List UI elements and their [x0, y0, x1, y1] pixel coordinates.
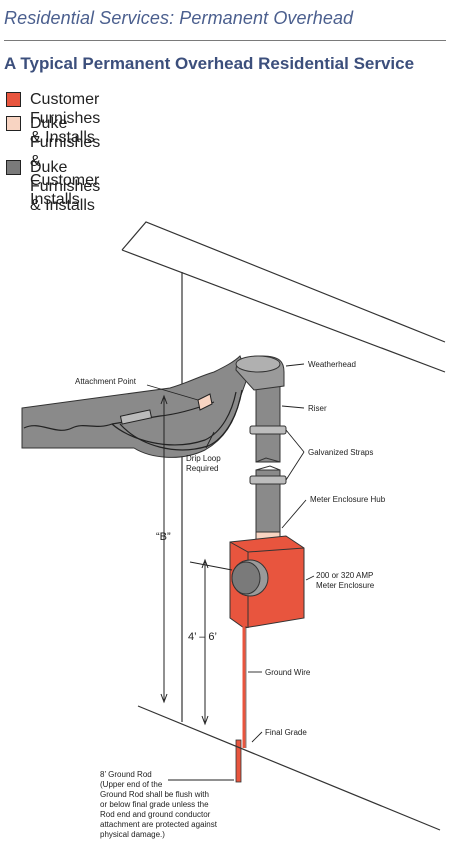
galvanized-strap — [249, 425, 287, 485]
note-line: (Upper end of the — [100, 780, 163, 789]
house-outline — [121, 221, 446, 722]
label-ground-wire: Ground Wire — [265, 668, 311, 677]
page-title: A Typical Permanent Overhead Residential… — [4, 54, 415, 73]
label-meter-hub: Meter Enclosure Hub — [310, 495, 386, 504]
ground-rod-note: 8’ Ground Rod (Upper end of the Ground R… — [100, 770, 218, 839]
final-grade-line — [137, 705, 441, 831]
label-riser: Riser — [308, 404, 327, 413]
legend-label: Duke Furnishes & Customer Installs — [30, 115, 101, 208]
label-galvanized-straps: Galvanized Straps — [308, 448, 373, 457]
label-final-grade: Final Grade — [265, 728, 307, 737]
note-line: attachment are protected against — [100, 820, 218, 829]
attachment-bracket — [197, 393, 213, 411]
weatherhead — [235, 355, 285, 391]
label-amp: 200 or 320 AMP — [316, 571, 373, 580]
swatch-duke-customer — [6, 116, 21, 131]
label-drip-loop-required: Required — [186, 464, 218, 473]
note-line: Ground Rod shall be flush with — [100, 790, 209, 799]
label-drip-loop: Drip Loop — [186, 454, 221, 463]
header-title: Residential Services: Permanent Overhead — [4, 8, 354, 28]
legend-label: Customer Furnishes & Installs — [30, 91, 101, 146]
label-dimension-b: “B” — [156, 531, 171, 543]
note-line: 8’ Ground Rod — [100, 770, 152, 779]
leader-lines — [146, 363, 315, 781]
riser — [255, 383, 281, 533]
label-weatherhead: Weatherhead — [308, 360, 356, 369]
swatch-duke — [6, 160, 21, 175]
meter — [231, 559, 269, 597]
ground-wire — [242, 626, 247, 748]
label-meter-enclosure: Meter Enclosure — [316, 581, 375, 590]
swatch-customer — [6, 92, 21, 107]
ground-rod — [235, 739, 242, 783]
note-line: or below final grade unless the — [100, 800, 209, 809]
note-line: physical damage.) — [100, 830, 165, 839]
header: Residential Services: Permanent Overhead — [0, 0, 450, 42]
header-divider — [4, 40, 446, 41]
dimension-b — [160, 394, 168, 704]
label-dimension-height: 4’ – 6’ — [188, 631, 217, 643]
insulator — [119, 409, 153, 425]
note-line: Rod end and ground conductor — [100, 810, 211, 819]
dimension-meter-height — [189, 558, 233, 726]
legend-label: Duke Furnishes & Installs — [30, 159, 101, 214]
label-attachment-point: Attachment Point — [75, 377, 137, 386]
